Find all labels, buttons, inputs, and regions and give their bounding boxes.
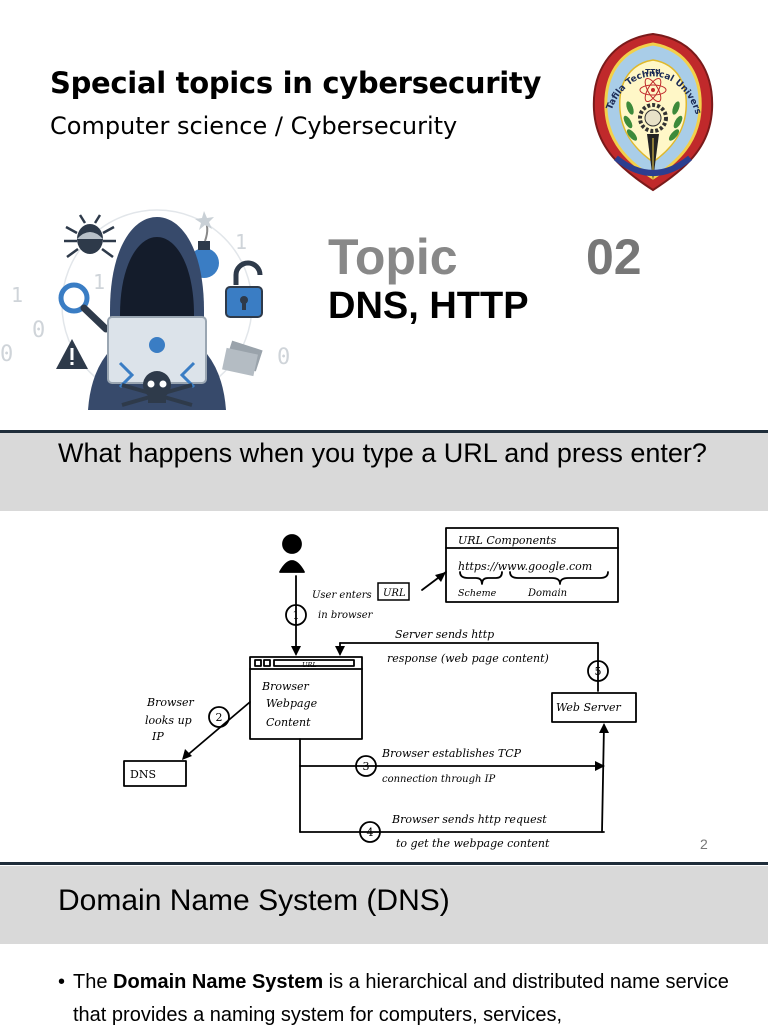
tcp-line2: connection through IP [382, 774, 496, 785]
bullet-point: • The Domain Name System is a hierarchic… [58, 966, 748, 1032]
bullet-dot: • [58, 966, 65, 999]
step-number: 2 [216, 711, 223, 724]
bug-icon [64, 215, 116, 257]
bullet-bold-term: Domain Name System [113, 971, 323, 993]
in-browser-label: in browser [318, 610, 374, 621]
logo-abbrev: TTU [645, 68, 661, 76]
user-enters-label: User enters [312, 590, 372, 601]
topic-number: 02 [586, 228, 642, 286]
request-line2: to get the webpage content [396, 837, 550, 850]
step-number: 4 [367, 826, 374, 839]
url-flow-diagram: URL Components https://www.google.com Sc… [100, 520, 660, 860]
binary-digit: 1 [93, 270, 105, 294]
course-title: Special topics in cybersecurity [50, 66, 541, 100]
binary-digit: 0 [0, 342, 13, 367]
tcp-line1: Browser establishes TCP [381, 747, 522, 760]
unlocked-padlock-icon [226, 263, 262, 317]
web-server-label: Web Server [556, 701, 621, 714]
domain-label: Domain [527, 588, 567, 599]
dns-box-label: DNS [130, 768, 156, 781]
warning-icon [56, 339, 88, 369]
browser-content-line1: Browser [261, 680, 310, 693]
slide-separator [0, 862, 768, 865]
scheme-label: Scheme [458, 588, 497, 599]
looks-up-line3: IP [151, 730, 164, 743]
looks-up-line2: looks up [145, 714, 192, 727]
topic-label: Topic [328, 228, 458, 286]
step-number: 1 [293, 609, 300, 622]
university-logo: Tafila Technical University TTU [588, 30, 718, 195]
hacker-illustration: 1 1 1 0 0 0 1 [0, 205, 305, 420]
money-icon [222, 341, 263, 376]
binary-digit: 0 [32, 318, 45, 343]
binary-digit: 1 [11, 283, 23, 307]
server-sends-line1: Server sends http [395, 628, 494, 641]
slide-question: What happens when you type a URL and pre… [58, 436, 718, 470]
browser-bar-url: URL [302, 661, 317, 669]
bullet-pre: The [73, 971, 107, 993]
browser-content-line3: Content [266, 716, 311, 729]
request-line1: Browser sends http request [391, 813, 547, 826]
step-number: 3 [363, 760, 370, 773]
server-sends-line2: response (web page content) [387, 652, 549, 665]
url-components-title: URL Components [458, 534, 557, 547]
bullet-text: The Domain Name System is a hierarchical… [58, 966, 748, 1032]
page-number: 2 [700, 836, 708, 852]
topic-name: DNS, HTTP [328, 285, 529, 328]
binary-digit: 1 [235, 230, 247, 254]
course-subtitle: Computer science / Cybersecurity [50, 112, 457, 140]
url-example: https://www.google.com [458, 560, 592, 573]
url-tag: URL [383, 588, 406, 599]
step-number: 5 [595, 665, 602, 678]
title-slide: Special topics in cybersecurity Computer… [0, 0, 768, 430]
looks-up-line1: Browser [146, 696, 195, 709]
browser-content-line2: Webpage [266, 697, 318, 710]
binary-digit: 0 [277, 345, 290, 370]
slide-title: Domain Name System (DNS) [58, 884, 450, 918]
